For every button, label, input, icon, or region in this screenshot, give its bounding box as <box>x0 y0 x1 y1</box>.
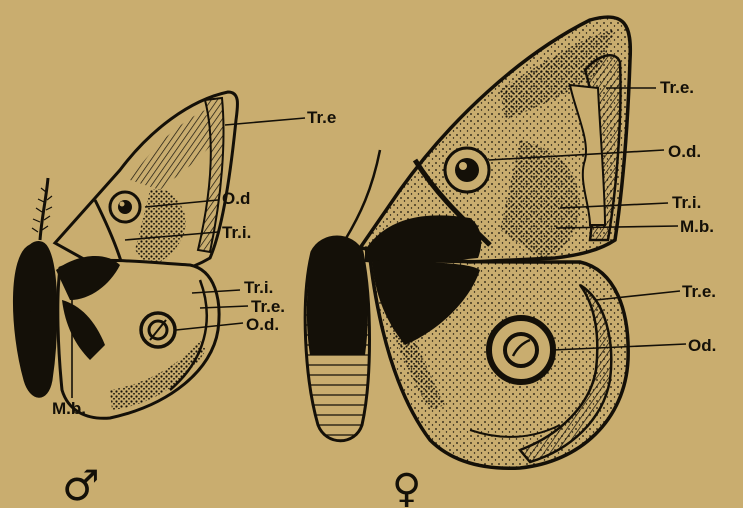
male-label-hind-od: O.d. <box>246 315 279 334</box>
male-body <box>13 242 56 398</box>
female-label-fore-tr-i: Tr.i. <box>672 193 701 212</box>
female-label-hind-od: Od. <box>688 336 716 355</box>
female-moth: Tr.e. O.d. Tr.i. M.b. Tr.e. Od. ♀ <box>305 17 716 508</box>
male-label-hind-tr-i: Tr.i. <box>244 278 273 297</box>
male-label-fore-tr-e: Tr.e <box>307 108 336 127</box>
female-label-fore-tr-e: Tr.e. <box>660 78 694 97</box>
female-symbol: ♀ <box>392 466 421 508</box>
female-label-fore-od: O.d. <box>668 142 701 161</box>
male-label-fore-od: O.d <box>222 189 250 208</box>
male-symbol: ♂ <box>62 461 100 508</box>
female-label-hind-tr-e: Tr.e. <box>682 282 716 301</box>
female-label-mb: M.b. <box>680 217 714 236</box>
male-moth: Tr.e O.d Tr.i. Tr.i. Tr.e. O.d. M.b. ♂ <box>13 92 336 508</box>
male-label-hind-tr-e: Tr.e. <box>251 297 285 316</box>
male-label-mb: M.b. <box>52 399 86 418</box>
male-label-fore-tr-i: Tr.i. <box>222 223 251 242</box>
